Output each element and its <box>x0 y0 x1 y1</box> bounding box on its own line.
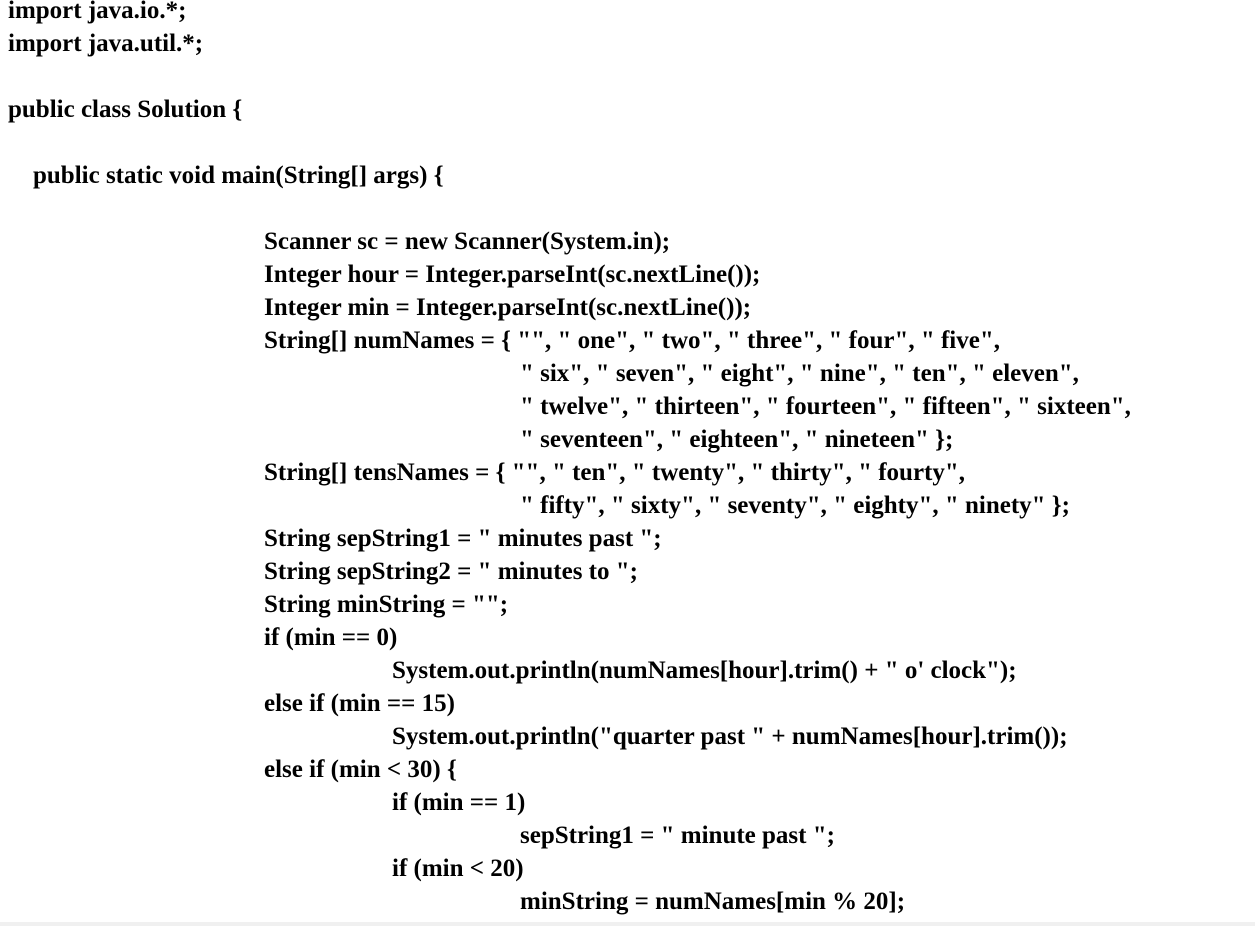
code-line: Scanner sc = new Scanner(System.in); <box>264 228 671 255</box>
code-line: " twelve", " thirteen", " fourteen", " f… <box>520 393 1131 420</box>
code-line: sepString1 = " minute past "; <box>520 822 835 849</box>
code-line: minString = numNames[min % 20]; <box>520 888 906 915</box>
code-line: " six", " seven", " eight", " nine", " t… <box>520 360 1079 387</box>
code-line: public static void main(String[] args) { <box>33 162 444 189</box>
code-line: String[] numNames = { "", " one", " two"… <box>264 327 1000 354</box>
code-line: Integer min = Integer.parseInt(sc.nextLi… <box>264 294 752 321</box>
code-line: public class Solution { <box>8 96 243 123</box>
code-line: import java.util.*; <box>8 30 204 57</box>
bottom-divider <box>0 922 1255 926</box>
code-line: if (min == 0) <box>264 624 398 651</box>
code-line: String sepString1 = " minutes past "; <box>264 525 662 552</box>
code-line: import java.io.*; <box>8 0 187 24</box>
code-line: String sepString2 = " minutes to "; <box>264 558 638 585</box>
code-line: if (min < 20) <box>392 855 524 882</box>
code-line: " fifty", " sixty", " seventy", " eighty… <box>520 492 1070 519</box>
code-line: if (min == 1) <box>392 789 526 816</box>
code-line: System.out.println(numNames[hour].trim()… <box>392 657 1017 684</box>
code-line: else if (min < 30) { <box>264 756 457 783</box>
code-line: else if (min == 15) <box>264 690 455 717</box>
code-line: " seventeen", " eighteen", " nineteen" }… <box>520 426 954 453</box>
code-line: System.out.println("quarter past " + num… <box>392 723 1068 750</box>
code-line: Integer hour = Integer.parseInt(sc.nextL… <box>264 261 761 288</box>
code-line: String minString = ""; <box>264 591 509 618</box>
code-line: String[] tensNames = { "", " ten", " twe… <box>264 459 966 486</box>
